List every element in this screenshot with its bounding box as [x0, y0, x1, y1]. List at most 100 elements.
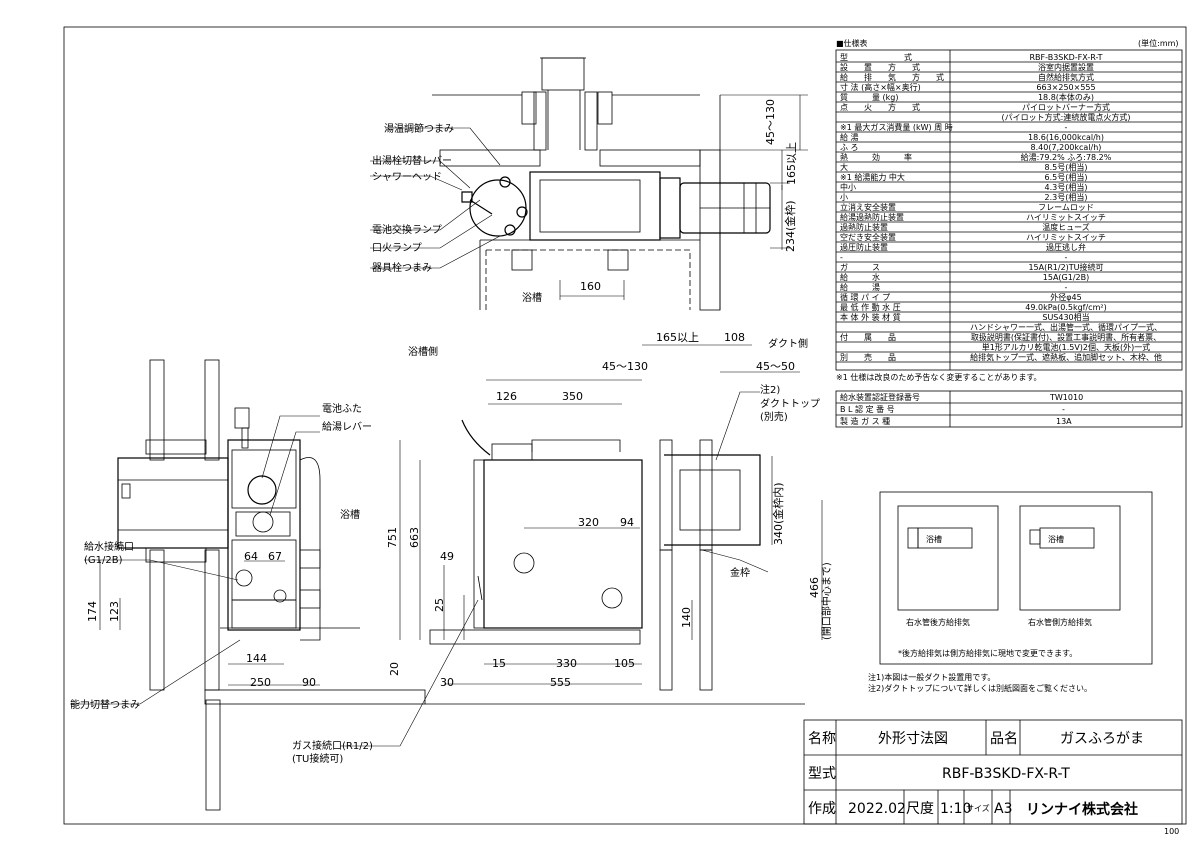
label-duct-top-sub: (別売) — [760, 410, 788, 423]
spec-key: 循 環 パ イ プ — [840, 292, 890, 302]
label-kigu: 器具栓つまみ — [372, 261, 432, 274]
label-ushiro: 右水管後方給排気 — [906, 617, 970, 627]
spec-note: ※1 仕様は改良のため予告なく変更することがあります。 — [836, 372, 1042, 382]
dim-126: 126 — [496, 390, 517, 403]
label-kyusui: 給水接続口 — [84, 540, 134, 553]
tb-size-label: サイズ — [966, 803, 990, 813]
spec-value: 4.3号(相当) — [1045, 182, 1088, 192]
spec-value: 温度ヒューズ — [1042, 222, 1090, 232]
label-shower: シャワーヘッド — [372, 172, 442, 183]
dim-64: 64 — [244, 550, 258, 563]
tb-company: リンナイ株式会社 — [1026, 801, 1138, 818]
spec-value: 給湯:79.2% ふろ:78.2% — [1021, 152, 1112, 162]
spec-value: 過圧逃し弁 — [1046, 242, 1086, 252]
spec-key: 給湯過熱防止装置 — [840, 212, 904, 222]
spec-value: 外径φ45 — [1050, 292, 1081, 302]
label-kyusui-size: (G1/2B) — [84, 555, 123, 566]
dim-144: 144 — [246, 652, 267, 665]
small-yokuso-2: 浴槽 — [1048, 534, 1064, 544]
dim-160: 160 — [580, 280, 601, 293]
spec-key: 点 火 方 式 — [840, 102, 920, 112]
tb-scale-label: 尺度 — [906, 801, 934, 817]
spec-value: 663×250×555 — [1036, 83, 1095, 92]
dim-466: 466 — [808, 577, 821, 598]
spec-key: 型 式 — [840, 52, 912, 62]
dim-49: 49 — [440, 550, 454, 563]
label-duct-top: ダクトトップ — [760, 397, 820, 410]
spec-key: 過熱防止装置 — [840, 222, 888, 232]
label-yokuso-side: 浴槽側 — [408, 345, 438, 358]
label-noryoku: 能力切替つまみ — [70, 698, 140, 711]
label-battery-lamp: 電池交換ランプ — [372, 223, 442, 236]
spec-key: 空だき安全装置 — [840, 232, 896, 242]
spec-key: 本 体 外 装 材 質 — [840, 312, 901, 322]
dim-250: 250 — [250, 676, 271, 689]
label-yoko: 右水管側方給排気 — [1028, 617, 1092, 627]
spec-value: 給排気トップ一式、遮熱板、追加脚セット、木枠、他 — [970, 352, 1162, 362]
spec-key: 立消え安全装置 — [840, 202, 896, 212]
dim-350: 350 — [562, 390, 583, 403]
cert-v-1: - — [1062, 405, 1065, 414]
note-a: 注1)本図は一般ダクト設置用です。 — [868, 672, 995, 682]
dim-140: 140 — [680, 607, 693, 628]
spec-value: 自然給排気方式 — [1038, 72, 1094, 82]
label-gas: ガス接続口(R1/2) — [292, 739, 373, 752]
dim-123: 123 — [108, 601, 121, 622]
spec-value: 取扱説明書(保証書付)、設置工事説明書、所有者票、 — [971, 332, 1161, 342]
spec-key: 熱 効 率 — [840, 152, 912, 162]
spec-key: 給 湯 — [840, 282, 880, 292]
spec-title: ■仕様表 — [836, 38, 868, 48]
title-block — [803, 719, 1183, 825]
spec-value: RBF-B3SKD-FX-R-T — [1029, 53, 1102, 62]
spec-key: 中小 — [840, 182, 856, 192]
box-note: *後方給排気は側方給排気に現地で変更できます。 — [898, 648, 1077, 658]
dim-234: 234(金枠) — [783, 200, 797, 252]
dim-20: 20 — [388, 662, 401, 676]
spec-key: 給 排 気 方 式 — [840, 72, 944, 82]
tb-model-label: 型式 — [808, 766, 836, 782]
label-lever: 出湯栓切替レバー — [372, 154, 452, 167]
tb-date: 2022.02 — [848, 801, 906, 817]
spec-value: - — [1065, 283, 1068, 292]
spec-table — [835, 49, 1183, 428]
dim-45-130: 45～130 — [602, 360, 648, 373]
spec-key: - — [840, 253, 843, 262]
label-kinwaku: 金枠 — [730, 566, 750, 579]
tb-size: A3 — [994, 801, 1012, 817]
dim-67: 67 — [268, 550, 282, 563]
dim-330: 330 — [556, 657, 577, 670]
spec-value: - — [1065, 253, 1068, 262]
tb-scale: 1:10 — [940, 801, 971, 817]
spec-key: 質 量 (kg) — [840, 92, 899, 102]
spec-value: 単1形アルカリ乾電池(1.5V)2個、天板(外)一式 — [982, 342, 1151, 352]
tb-page: 100 — [1164, 827, 1179, 836]
spec-value: 18.6(16,000kcal/h) — [1028, 133, 1104, 142]
spec-value: 49.0kPa(0.5kgf/cm²) — [1025, 303, 1106, 312]
spec-value: フレームロッド — [1038, 203, 1094, 212]
spec-value: 浴室内据置設置 — [1038, 62, 1094, 72]
cert-v-2: 13A — [1056, 417, 1072, 426]
spec-value: 15A(R1/2)TU接続可 — [1028, 262, 1103, 272]
dim-165-v: 165以上 — [785, 142, 798, 185]
label-kyuto-lever: 給湯レバー — [322, 420, 372, 433]
spec-key: 設 置 方 式 — [840, 62, 920, 72]
label-dengai: 電池ふた — [322, 402, 362, 415]
spec-key: ※1 給湯能力 中大 — [840, 172, 905, 182]
cert-v-0: TW1010 — [1049, 393, 1083, 402]
dim-15: 15 — [492, 657, 506, 670]
spec-value: (パイロット方式:連続放電点火方式) — [1002, 112, 1131, 122]
label-fire-lamp: 口火ランプ — [372, 242, 422, 254]
dim-174: 174 — [86, 601, 99, 622]
dim-94: 94 — [620, 516, 634, 529]
front-view — [70, 359, 426, 811]
label-yuon: 湯温調節つまみ — [384, 122, 454, 135]
dim-45-50: 45～50 — [756, 360, 795, 373]
spec-value: ハイリミットスイッチ — [1026, 213, 1106, 222]
tb-name-label: 名称 — [808, 731, 836, 747]
dim-466-note: (開口部中心まで) — [820, 562, 833, 640]
note-b: 注2)ダクトトップについて詳しくは別紙図面をご覧ください。 — [868, 683, 1092, 693]
cert-k-1: B L 認 定 番 号 — [840, 404, 895, 414]
tb-product: ガスふろがま — [1060, 731, 1144, 747]
